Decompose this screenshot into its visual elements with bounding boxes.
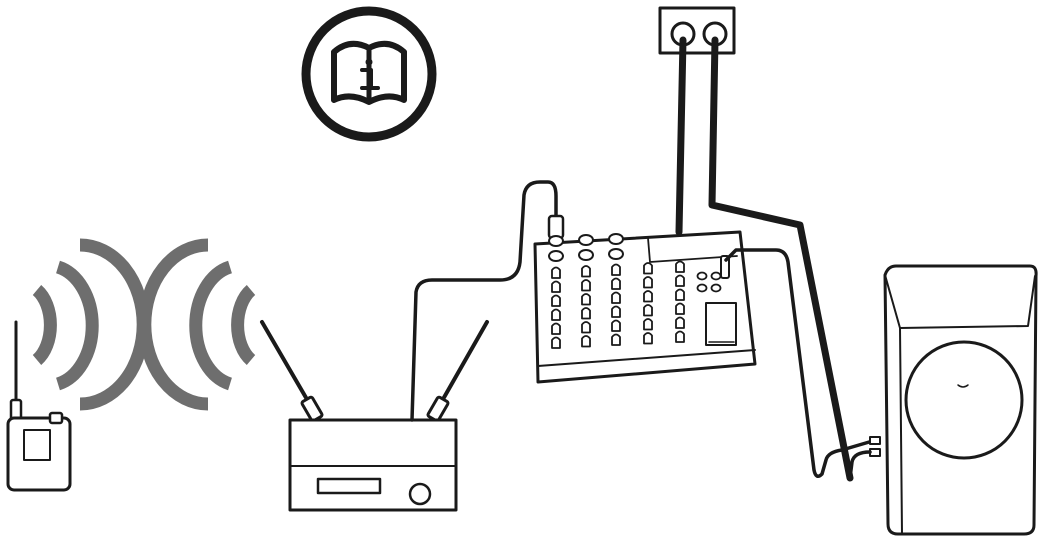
mixer-master-knob (696, 283, 708, 293)
mixer-channel-knob (643, 290, 653, 303)
mixer-master-knob (710, 271, 722, 281)
mixer-channel-knob (581, 321, 591, 334)
mixer-channel-knob (551, 322, 561, 335)
mixer-knob (608, 233, 624, 245)
mixer-channel-knob (551, 308, 561, 321)
mixer-channel-knob (581, 293, 591, 306)
mixer-channel-knob (611, 333, 621, 346)
audio-mixer (533, 214, 757, 384)
speaker (869, 264, 1038, 536)
mixer-channel-knob (551, 294, 561, 307)
mixer-knob (578, 234, 594, 246)
mixer-channel-knob (643, 276, 653, 289)
mixer-channel-knob (675, 260, 685, 273)
mixer-channel-knob (581, 307, 591, 320)
mixer-knob (608, 248, 624, 260)
mixer-channel-knob (581, 265, 591, 278)
mixer-master-knob (696, 271, 708, 281)
mixer-channel-knob (551, 266, 561, 279)
mixer-knob (578, 249, 594, 261)
power-cables (675, 36, 854, 482)
mixer-channel-knob (675, 288, 685, 301)
mixer-channel-knob (551, 280, 561, 293)
speaker-power-cable (848, 450, 872, 480)
wall-outlet (658, 6, 736, 55)
mixer-channel-knob (611, 291, 621, 304)
mixer-channel-knob (675, 274, 685, 287)
mixer-channel-knob (643, 262, 653, 275)
mixer-channel-knob (643, 304, 653, 317)
mixer-channel-knob (611, 319, 621, 332)
mixer-knob (548, 235, 564, 247)
mixer-channel-knob (551, 336, 561, 349)
audio-cable-mixer-to-speaker (724, 248, 878, 478)
mixer-channel-knob (675, 330, 685, 343)
mixer-channel-knob (675, 316, 685, 329)
wireless-signal-icon (32, 238, 256, 411)
mixer-channel-strips (548, 233, 722, 349)
mixer-knob (548, 250, 564, 262)
mixer-channel-knob (611, 263, 621, 276)
mixer-channel-knob (643, 332, 653, 345)
mixer-channel-knob (643, 318, 653, 331)
mixer-master-knob (710, 283, 722, 293)
mixer-channel-knob (581, 279, 591, 292)
manual-info-icon (301, 6, 437, 142)
mixer-channel-knob (675, 302, 685, 315)
audio-cable-receiver-to-mixer (410, 180, 558, 422)
mixer-channel-knob (611, 277, 621, 290)
mixer-channel-knob (581, 335, 591, 348)
bodypack-transmitter (6, 320, 72, 492)
wireless-receiver (260, 320, 489, 512)
mixer-channel-knob (611, 305, 621, 318)
